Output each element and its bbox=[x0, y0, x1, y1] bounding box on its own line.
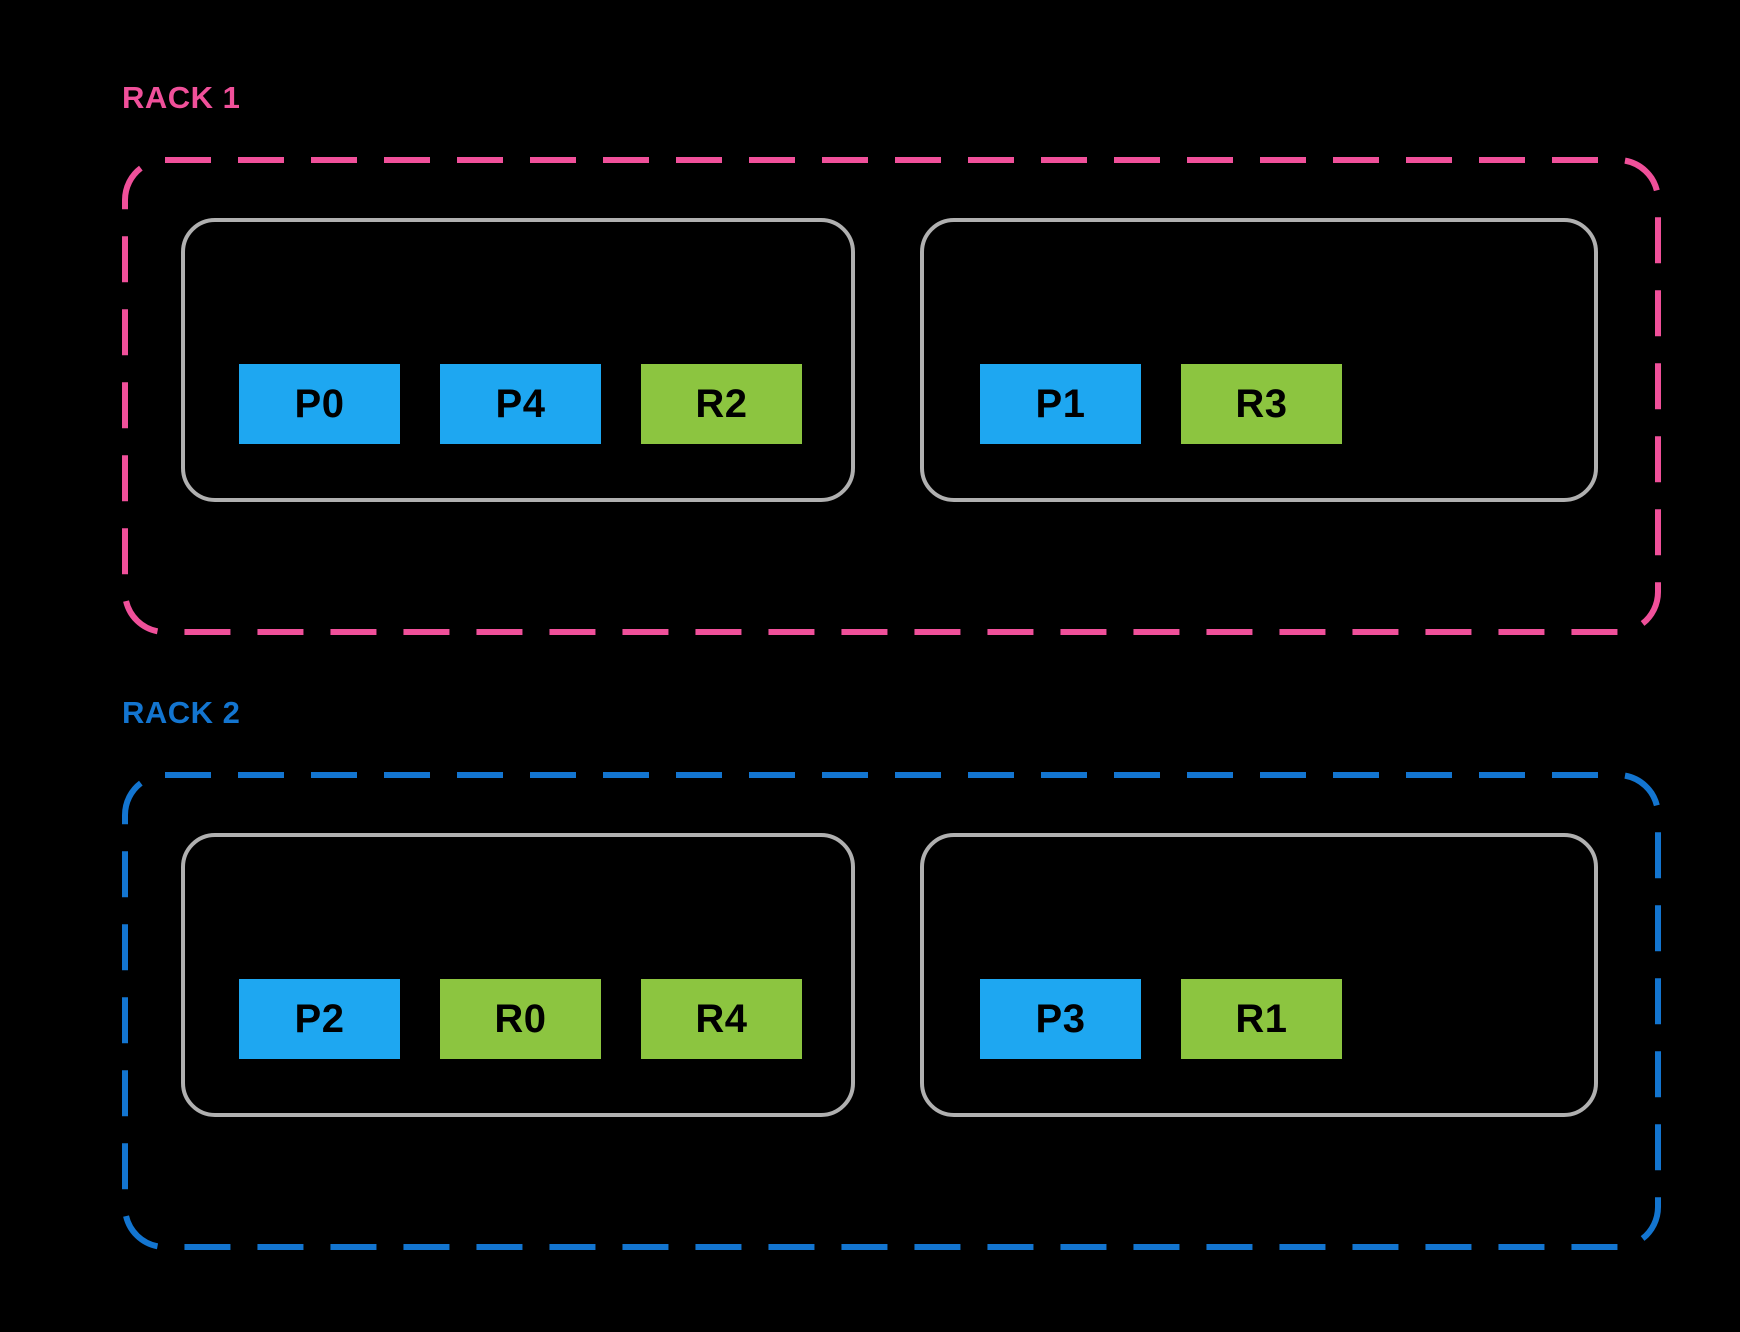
slot-r2: R2 bbox=[641, 364, 802, 444]
rack-1-host-1: P0 P4 R2 bbox=[181, 218, 855, 502]
rack-1-group: RACK 1 P0 P4 R2 P1 R3 bbox=[0, 0, 1740, 635]
slot-r1-label: R1 bbox=[1235, 996, 1288, 1041]
slot-p4: P4 bbox=[440, 364, 601, 444]
rack-1-boundary-outline bbox=[122, 157, 1661, 635]
rack-2-group: RACK 2 P2 R0 R4 P3 R1 bbox=[0, 615, 1740, 1250]
slot-r3: R3 bbox=[1181, 364, 1342, 444]
slot-p4-label: P4 bbox=[495, 381, 546, 426]
slot-p3-label: P3 bbox=[1035, 996, 1086, 1041]
rack-2-boundary-outline bbox=[122, 772, 1661, 1250]
slot-r4-label: R4 bbox=[695, 996, 748, 1041]
slot-r3-label: R3 bbox=[1235, 381, 1288, 426]
slot-r4: R4 bbox=[641, 979, 802, 1059]
slot-r1: R1 bbox=[1181, 979, 1342, 1059]
slot-r0: R0 bbox=[440, 979, 601, 1059]
slot-p0-label: P0 bbox=[294, 381, 345, 426]
rack-2-host-2: P3 R1 bbox=[920, 833, 1598, 1117]
rack-1-boundary bbox=[122, 157, 1661, 635]
slot-p2-label: P2 bbox=[294, 996, 345, 1041]
rack-2-label: RACK 2 bbox=[122, 695, 241, 730]
slot-p1-label: P1 bbox=[1035, 381, 1086, 426]
slot-p1: P1 bbox=[980, 364, 1141, 444]
slot-p0: P0 bbox=[239, 364, 400, 444]
rack-2-boundary bbox=[122, 772, 1661, 1250]
slot-p3: P3 bbox=[980, 979, 1141, 1059]
slot-r2-label: R2 bbox=[695, 381, 748, 426]
slot-p2: P2 bbox=[239, 979, 400, 1059]
rack-1-label: RACK 1 bbox=[122, 80, 241, 115]
slot-r0-label: R0 bbox=[494, 996, 547, 1041]
rack-1-host-2: P1 R3 bbox=[920, 218, 1598, 502]
rack-2-host-1: P2 R0 R4 bbox=[181, 833, 855, 1117]
